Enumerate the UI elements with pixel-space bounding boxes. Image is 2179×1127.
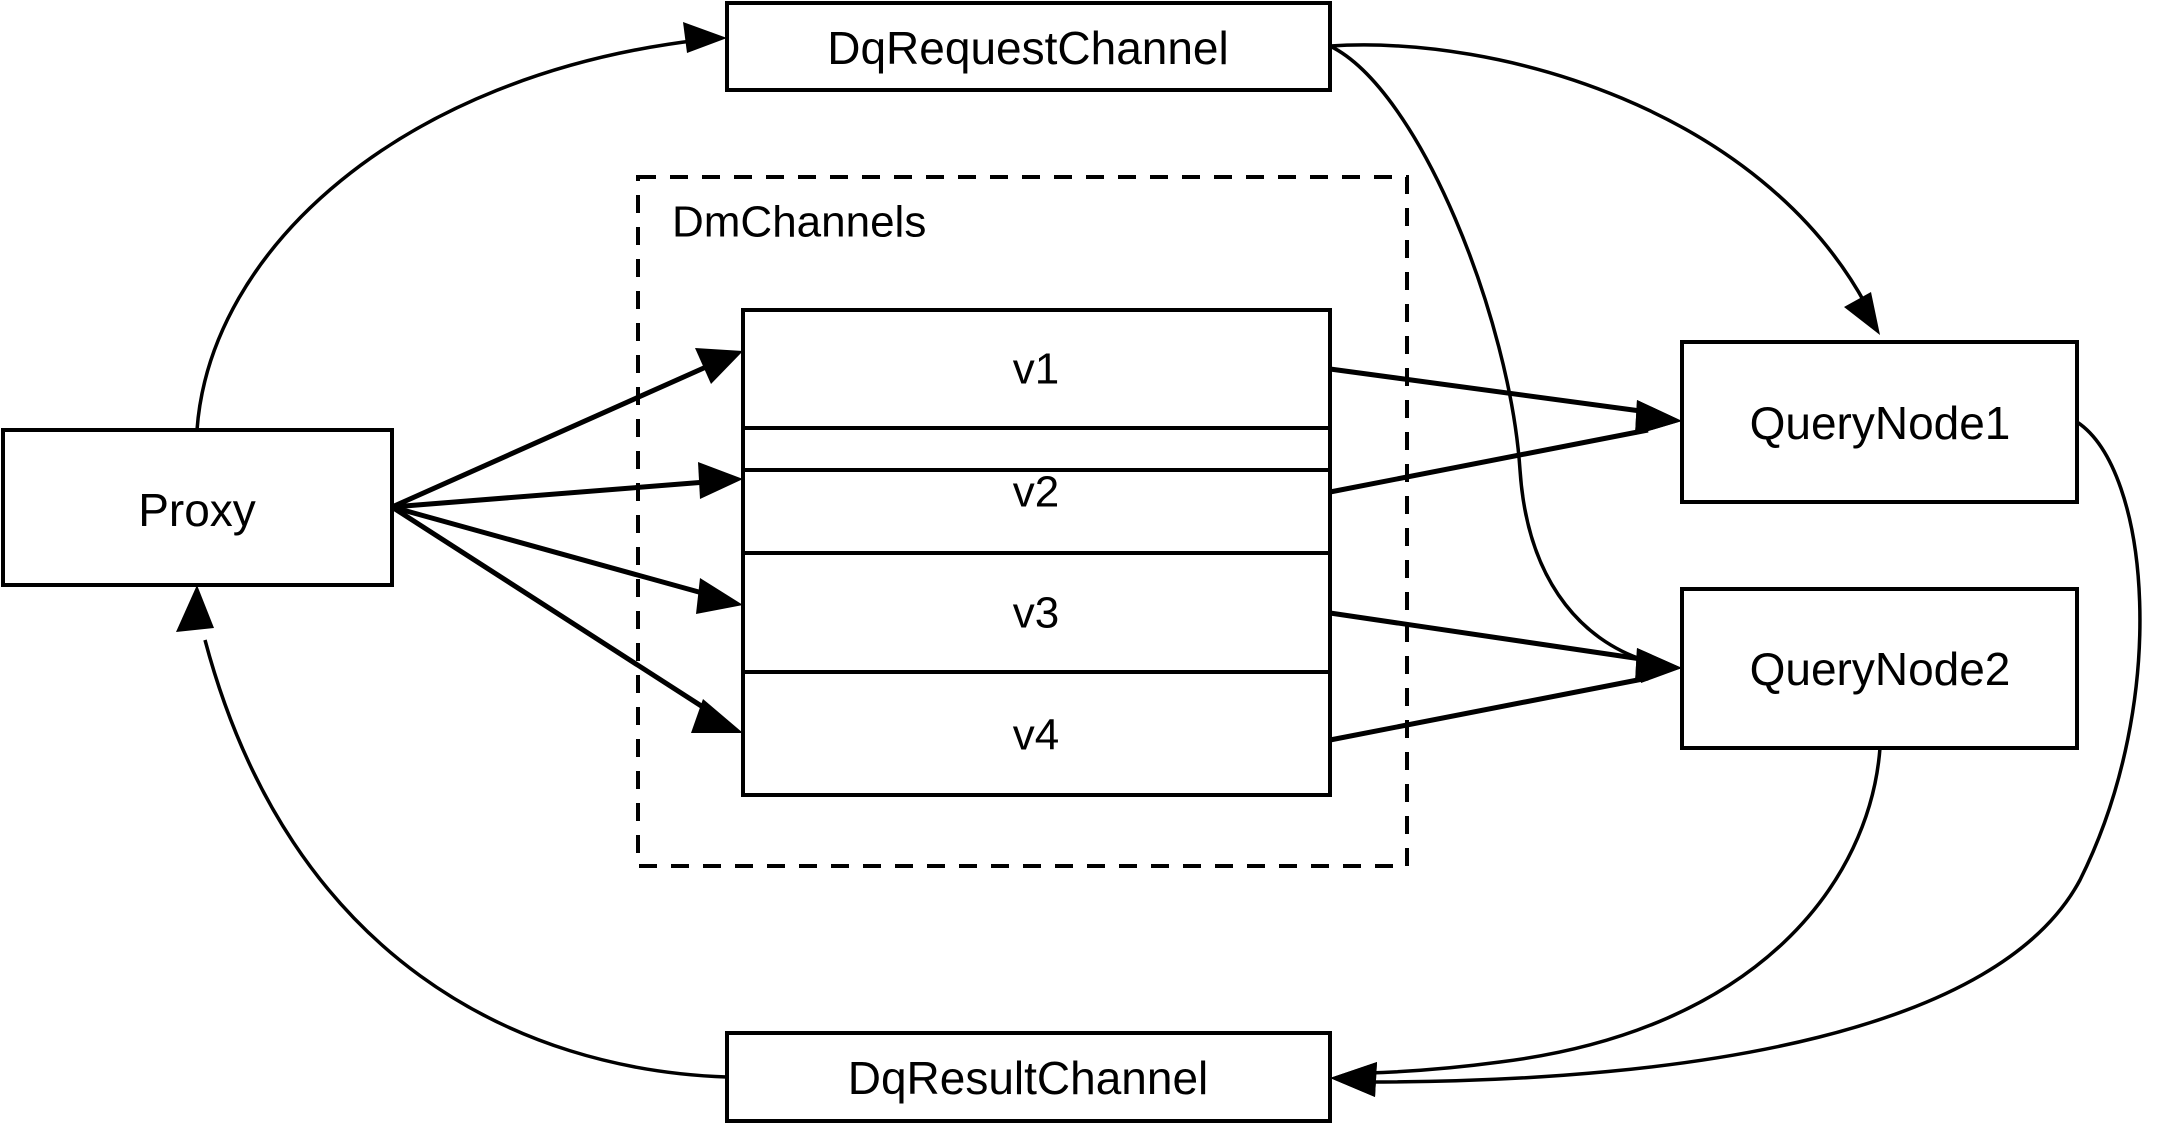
edge-dqrequestchannel-to-querynode1 [1329,43,1880,335]
edge-dqrequestchannel-to-querynode2 [1329,44,1682,683]
arrowhead-v4-in [691,699,743,733]
node-dqresultchannel[interactable]: DqResultChannel [725,1031,1332,1123]
edge-v2-to-querynode1 [1329,400,1682,495]
dqrequestchannel-label: DqRequestChannel [827,22,1229,74]
edge-proxy-to-v1 [390,348,743,510]
arrowhead-querynode2-in-2 [1635,648,1682,683]
dmchannels-group: DmChannels [636,175,1409,868]
querynode1-label: QueryNode1 [1750,397,2011,449]
dqresultchannel-label: DqResultChannel [848,1052,1209,1104]
vchannel-table: v1 v2 v3 v4 [741,308,1332,797]
arrowhead-v3-in [696,578,743,614]
proxy-label: Proxy [138,484,256,536]
edge-v3-to-querynode2 [1329,610,1682,683]
edge-proxy-to-v3 [391,504,743,614]
node-querynode1[interactable]: QueryNode1 [1680,340,2079,504]
arrowhead-querynode1-in-2 [1635,400,1682,435]
node-dqrequestchannel[interactable]: DqRequestChannel [725,1,1332,92]
arrowhead-dqrequestchannel-in [683,22,727,53]
edge-querynode1-to-dqresultchannel [1330,420,2142,1097]
node-proxy[interactable]: Proxy [1,428,394,587]
vchannel-row-v2[interactable]: v2 [1013,468,1059,517]
arrowhead-v2-in [698,462,743,499]
arrowhead-dqresultchannel-in-2 [1330,1062,1377,1097]
querynode2-label: QueryNode2 [1750,643,2011,695]
edge-proxy-to-v4 [390,504,743,733]
vchannel-row-v4[interactable]: v4 [1013,711,1059,760]
edge-v4-to-querynode2 [1329,648,1682,743]
arrowhead-querynode1-top-in [1844,292,1880,335]
vchannel-row-v1[interactable]: v1 [1013,345,1059,394]
edge-proxy-to-v2 [391,462,743,510]
node-querynode2[interactable]: QueryNode2 [1680,587,2079,750]
arrowhead-v1-in [695,348,743,384]
edge-dqresultchannel-to-proxy [176,585,728,1079]
arrowhead-proxy-in [176,585,214,632]
vchannel-row-v3[interactable]: v3 [1013,589,1059,638]
dmchannels-group-label: DmChannels [672,198,926,247]
edge-querynode2-to-dqresultchannel [1330,747,1882,1097]
edge-proxy-to-dqrequestchannel [195,22,727,431]
